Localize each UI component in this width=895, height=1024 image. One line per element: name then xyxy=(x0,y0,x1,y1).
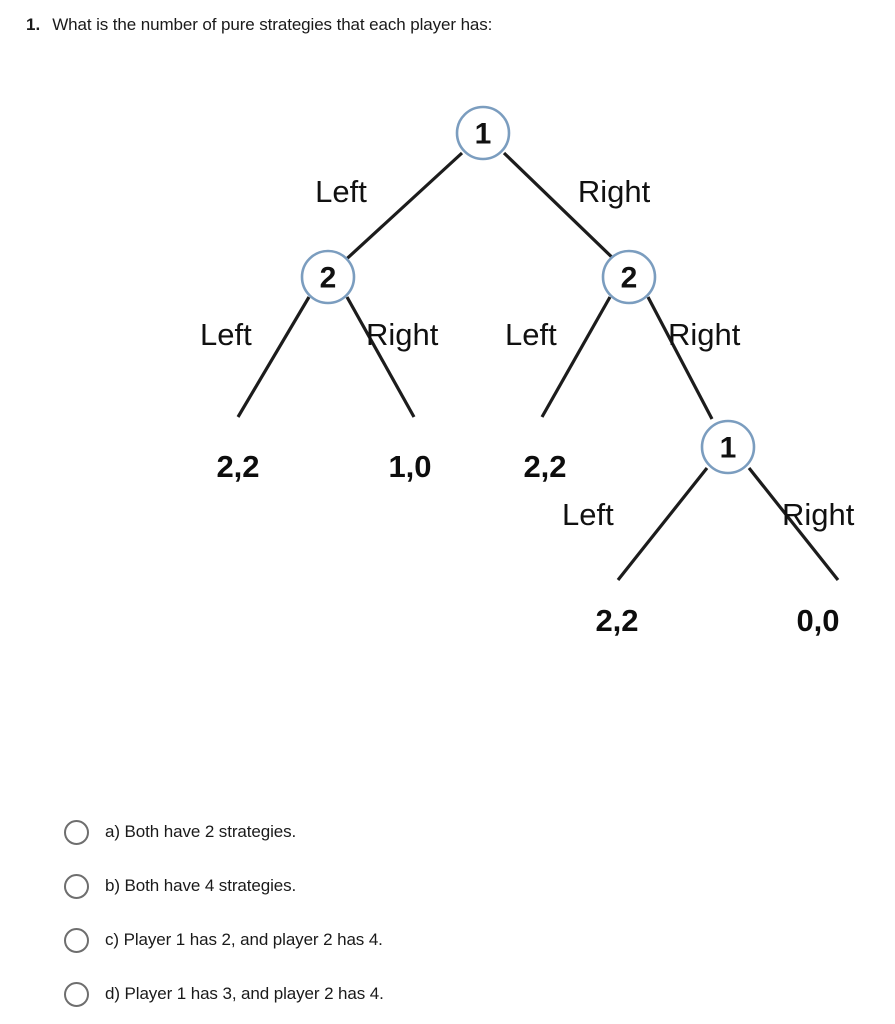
option-row-c[interactable]: c) Player 1 has 2, and player 2 has 4. xyxy=(0,913,895,967)
radio-button-icon-c[interactable] xyxy=(64,927,89,953)
payoff-deep1-right: 0,0 xyxy=(796,603,839,638)
question-number: 1. xyxy=(26,15,41,34)
option-row-b[interactable]: b) Both have 4 strategies. xyxy=(0,859,895,913)
payoff-left2-right: 1,0 xyxy=(388,449,431,484)
payoff-deep1-left: 2,2 xyxy=(595,603,638,638)
edge-left2-right xyxy=(345,296,416,418)
radio-button-icon-a[interactable] xyxy=(64,819,89,845)
payoff-left2-left: 2,2 xyxy=(216,449,259,484)
edge-label-right2-left: Left xyxy=(505,317,557,352)
option-label-b[interactable]: b) Both have 4 strategies. xyxy=(105,876,297,895)
edge-root-left xyxy=(338,151,464,267)
option-row-d[interactable]: d) Player 1 has 3, and player 2 has 4. xyxy=(0,967,895,1021)
node-player-label: 2 xyxy=(621,262,638,295)
option-label-d[interactable]: d) Player 1 has 3, and player 2 has 4. xyxy=(105,984,384,1003)
node-player-label: 1 xyxy=(475,118,492,151)
node-player-label: 1 xyxy=(720,432,737,465)
question-text: What is the number of pure strategies th… xyxy=(52,15,493,34)
edge-label-deep1-right: Right xyxy=(782,497,855,532)
edge-left2-left xyxy=(236,296,311,418)
node-circle xyxy=(700,419,756,475)
edge-label-root-right: Right xyxy=(578,174,651,209)
edge-deep1-right xyxy=(747,467,840,581)
edge-right2-right xyxy=(646,296,714,420)
game-tree-figure: 1 2 2 1 Left Right Left Right Left Right… xyxy=(0,85,895,675)
option-label-c[interactable]: c) Player 1 has 2, and player 2 has 4. xyxy=(105,930,383,949)
edge-label-left2-left: Left xyxy=(200,317,252,352)
node-circle xyxy=(300,249,356,305)
edge-label-deep1-left: Left xyxy=(562,497,614,532)
option-row-a[interactable]: a) Both have 2 strategies. xyxy=(0,805,895,859)
node-deep-player1: 1 xyxy=(700,419,756,475)
radio-button-icon-d[interactable] xyxy=(64,981,89,1007)
node-root-player1: 1 xyxy=(455,105,511,161)
radio-button-icon-b[interactable] xyxy=(64,873,89,899)
node-circle xyxy=(455,105,511,161)
payoff-right2-left: 2,2 xyxy=(523,449,566,484)
edge-right2-left xyxy=(540,296,612,418)
node-right-player2: 2 xyxy=(601,249,657,305)
edge-deep1-left xyxy=(616,467,709,581)
node-left-player2: 2 xyxy=(300,249,356,305)
node-circle xyxy=(601,249,657,305)
option-label-a[interactable]: a) Both have 2 strategies. xyxy=(105,822,297,841)
answer-options: a) Both have 2 strategies. b) Both have … xyxy=(0,805,895,1021)
edge-label-root-left: Left xyxy=(315,174,367,209)
node-player-label: 2 xyxy=(320,262,337,295)
edge-label-right2-right: Right xyxy=(668,317,741,352)
question-block: 1. What is the number of pure strategies… xyxy=(26,14,875,36)
edge-root-right xyxy=(502,151,622,267)
edge-label-left2-right: Right xyxy=(366,317,439,352)
